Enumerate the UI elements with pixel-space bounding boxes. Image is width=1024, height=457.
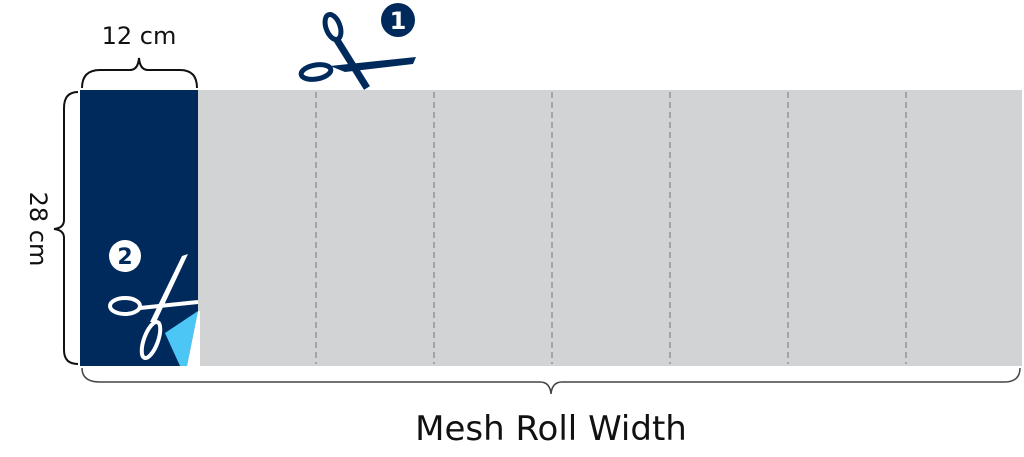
step-1-badge: 1 bbox=[381, 3, 415, 37]
width-brace bbox=[81, 57, 198, 89]
svg-text:2: 2 bbox=[117, 245, 132, 270]
scissors-icon bbox=[108, 254, 199, 361]
roll-width-label: Mesh Roll Width bbox=[415, 409, 687, 449]
svg-text:1: 1 bbox=[390, 7, 407, 35]
mesh-roll bbox=[80, 90, 1022, 366]
height-brace bbox=[53, 91, 79, 365]
strip-width-label: 12 cm bbox=[102, 22, 177, 50]
peeled-corner-back bbox=[187, 311, 200, 366]
roll-width-brace bbox=[81, 367, 1021, 395]
scissors-icon bbox=[298, 12, 416, 90]
cut-lines bbox=[315, 92, 907, 364]
step-2-badge: 2 bbox=[109, 240, 141, 272]
strip-height-label: 28 cm bbox=[24, 192, 52, 267]
cut-strip bbox=[80, 90, 198, 366]
